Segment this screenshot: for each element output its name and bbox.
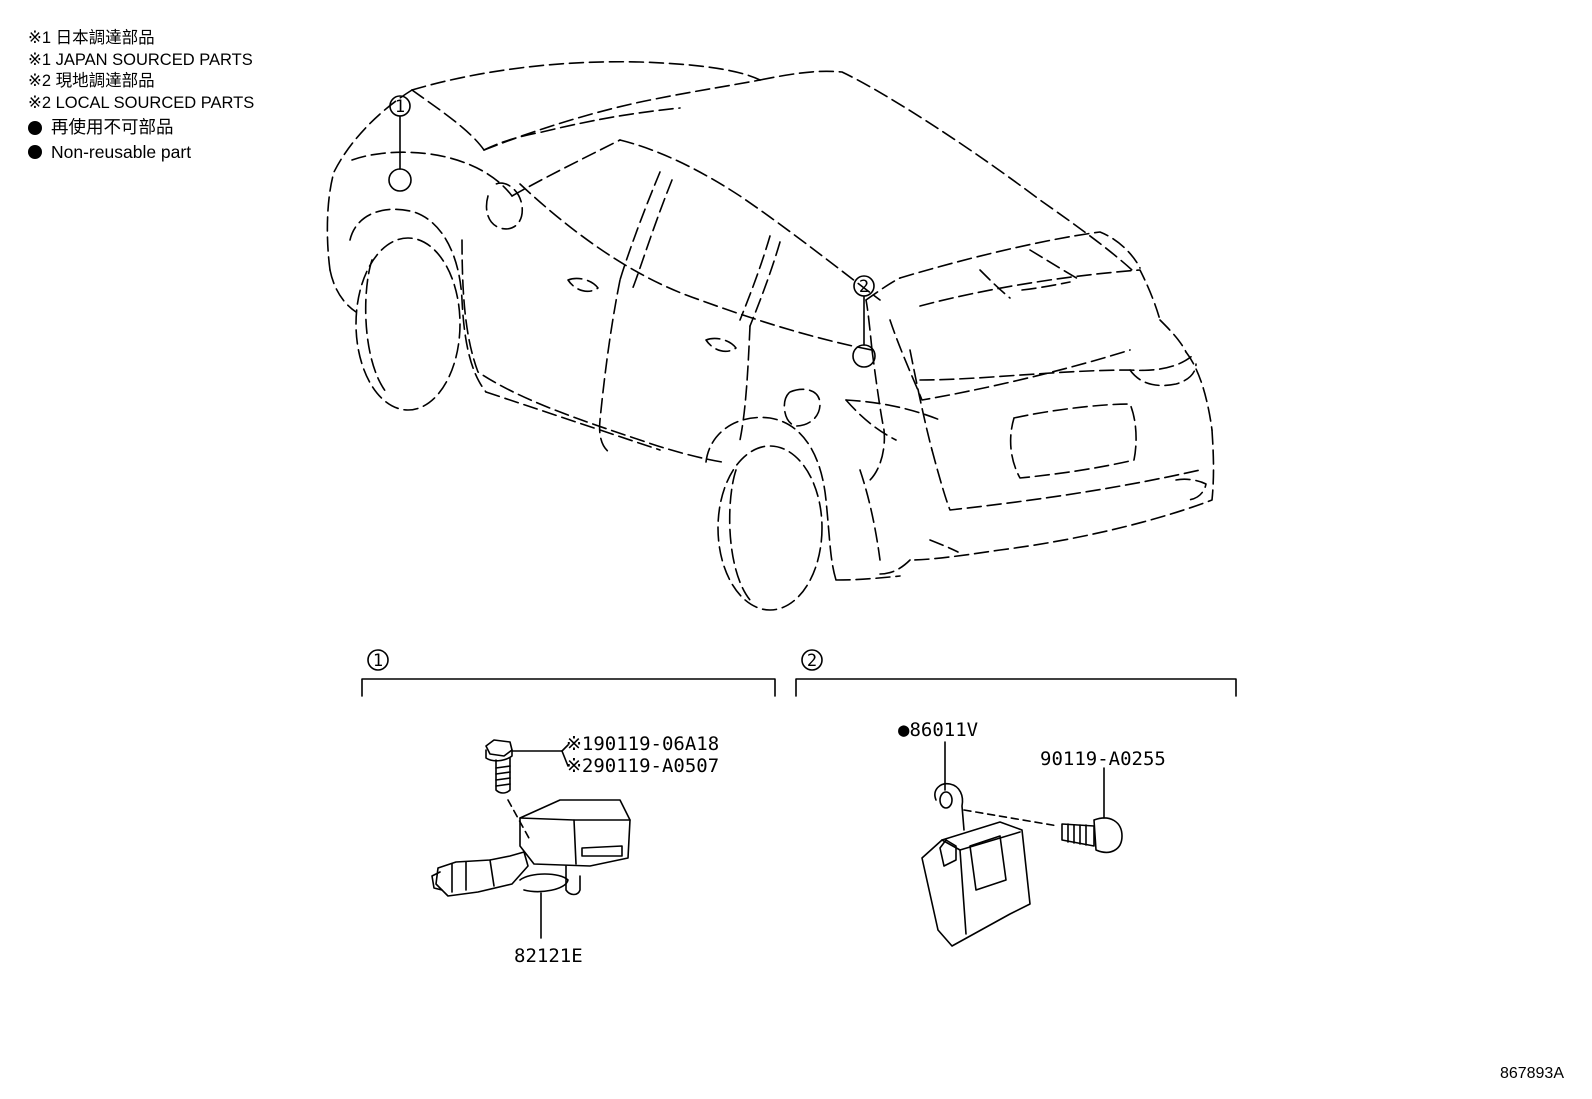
location-callout-2 [852, 275, 876, 368]
control-unit-part [921, 741, 1059, 947]
legend-nonreusable-jp: 再使用不可部品 [51, 117, 174, 137]
legend-japan-jp: ※1 日本調達部品 [28, 29, 155, 47]
legend: ※1 日本調達部品 ※1 JAPAN SOURCED PARTS ※2 現地調達… [28, 28, 254, 163]
sensor-pn: 82121E [514, 945, 583, 967]
legend-nonreusable-en-row: Non-reusable part [28, 142, 254, 164]
callout-1-detail: 1 [373, 651, 383, 671]
callout-labels: 1 2 1 2 [373, 97, 869, 671]
legend-nonreusable-jp-row: 再使用不可部品 [28, 117, 254, 139]
legend-japan-en: ※1 JAPAN SOURCED PARTS [28, 50, 253, 69]
callout-2-top: 2 [859, 277, 869, 297]
callout-1-top: 1 [395, 97, 405, 117]
vehicle-outline [326, 60, 1215, 611]
filled-circle-icon [28, 145, 42, 160]
bolt-pn-2: 90119-A0255 [1040, 748, 1166, 770]
bolt-part-2 [1061, 767, 1123, 854]
detail-2-frame [795, 649, 1237, 697]
bolt-pn-local: ※290119-A0507 [566, 755, 719, 777]
drawing-number: 867893A [1499, 1065, 1564, 1082]
detail-1-frame [361, 649, 776, 697]
part-numbers: ※190119-06A18 ※290119-A0507 82121E ●8601… [514, 719, 1166, 967]
filled-circle-icon [28, 120, 42, 135]
location-callout-1 [388, 95, 412, 192]
legend-local-en: ※2 LOCAL SOURCED PARTS [28, 93, 255, 112]
callout-2-detail: 2 [807, 651, 817, 671]
legend-nonreusable-en: Non-reusable part [51, 141, 192, 162]
sensor-part [431, 799, 631, 939]
legend-local-jp: ※2 現地調達部品 [28, 72, 155, 90]
bolt-pn-japan: ※190119-06A18 [566, 733, 719, 755]
control-unit-pn: ●86011V [898, 719, 978, 741]
bolt-part-1 [485, 739, 569, 794]
